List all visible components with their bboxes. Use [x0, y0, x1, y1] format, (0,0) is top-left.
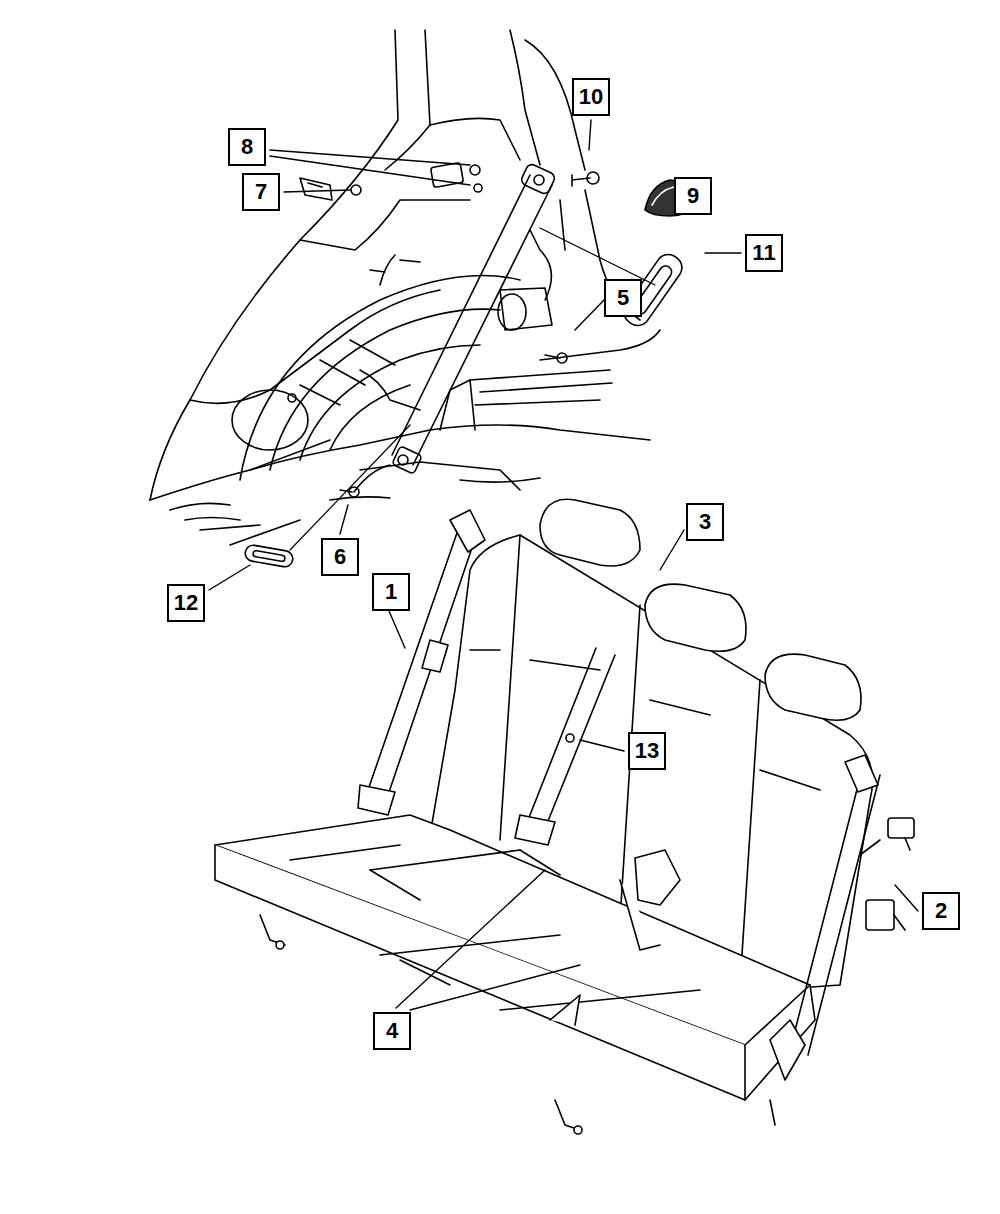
callout-number: 11	[752, 242, 775, 264]
callout-box: 6	[321, 538, 359, 576]
callout-box: 2	[922, 892, 960, 930]
callout-box: 5	[604, 279, 642, 317]
callout-number: 13	[635, 740, 659, 762]
callout-number: 6	[334, 546, 346, 568]
center-belt	[515, 648, 680, 1025]
quarter-belt	[392, 163, 556, 474]
body-interior	[150, 30, 660, 545]
callout-box: 7	[242, 173, 280, 211]
callout-number: 9	[687, 185, 699, 207]
callout-number: 10	[579, 86, 603, 108]
callout-box: 13	[628, 732, 666, 770]
leader-lines	[209, 120, 918, 1010]
callout-number: 3	[699, 511, 711, 533]
callout-number: 1	[385, 581, 397, 603]
seat-belt-2	[770, 755, 914, 1080]
callout-number: 4	[386, 1020, 398, 1042]
callout-box: 12	[167, 584, 205, 622]
callout-box: 9	[674, 177, 712, 215]
callout-number: 8	[241, 136, 253, 158]
callout-box: 11	[745, 234, 783, 272]
callout-box: 1	[372, 573, 410, 611]
callout-box: 10	[572, 78, 610, 116]
seat-belt-1	[358, 510, 485, 815]
rear-bench-seat	[215, 499, 873, 1134]
callout-number: 2	[935, 900, 947, 922]
hardware	[244, 172, 700, 568]
callout-box: 8	[228, 128, 266, 166]
callout-box: 3	[686, 503, 724, 541]
callout-number: 7	[255, 181, 267, 203]
callout-box: 4	[373, 1012, 411, 1050]
callout-number: 5	[617, 287, 629, 309]
callout-number: 12	[174, 592, 198, 614]
